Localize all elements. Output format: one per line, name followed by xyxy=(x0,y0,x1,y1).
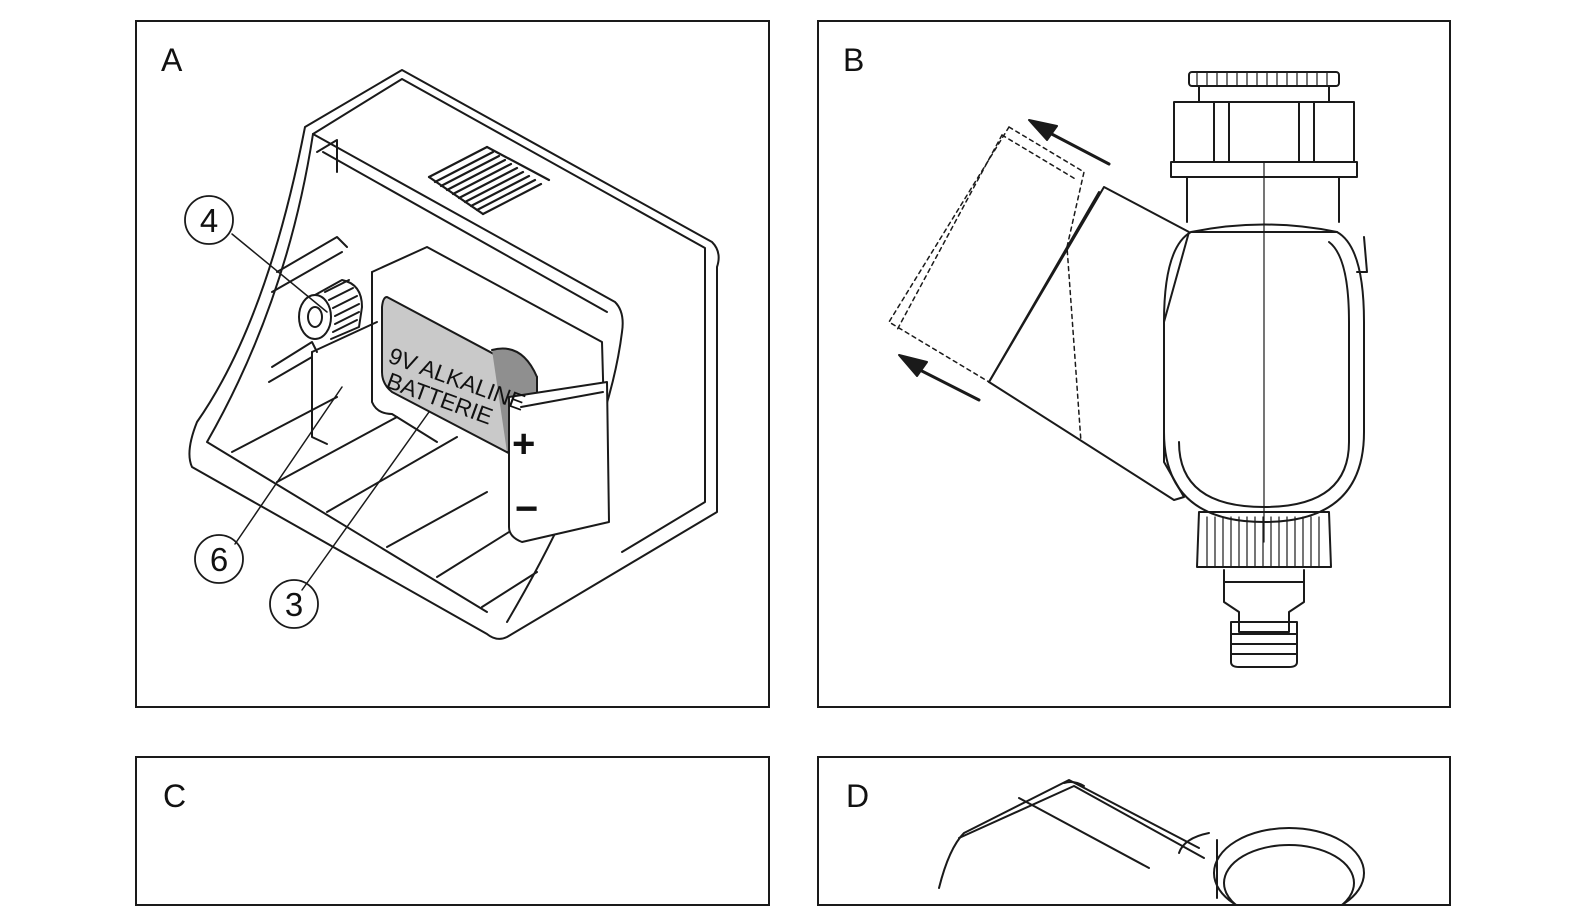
vent-slots xyxy=(427,145,551,216)
plus-sign: + xyxy=(512,422,535,466)
callout-6: 6 xyxy=(210,541,228,578)
panel-d: D xyxy=(817,756,1451,906)
minus-sign: − xyxy=(515,487,538,531)
device-top-illustration xyxy=(938,779,1365,904)
panel-a-label: A xyxy=(161,42,183,78)
panel-a: A xyxy=(135,20,770,708)
battery-compartment-illustration: 4 6 3 9V ALKALINE BATTERIE + − xyxy=(184,69,720,640)
panel-b-label: B xyxy=(843,42,865,78)
callout-4: 4 xyxy=(200,202,218,239)
panel-d-label: D xyxy=(846,778,870,814)
valve-cover-illustration xyxy=(888,71,1368,668)
panel-c-label: C xyxy=(163,778,187,814)
panel-b: B xyxy=(817,20,1451,708)
panel-c: C xyxy=(135,756,770,906)
callout-3: 3 xyxy=(285,586,303,623)
